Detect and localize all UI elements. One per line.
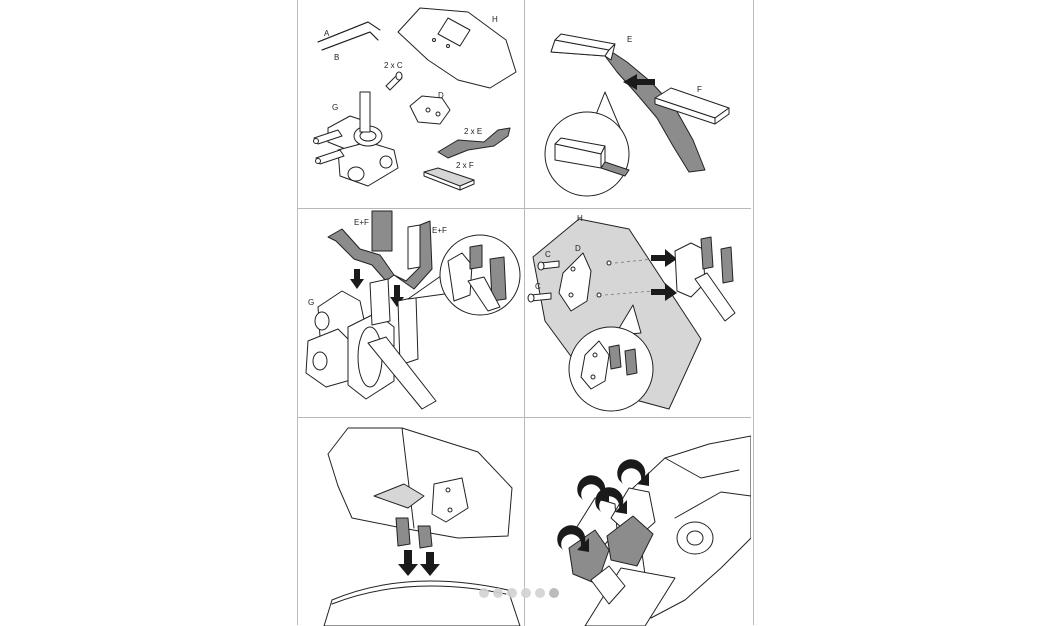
bracket-assembly	[674, 236, 736, 322]
bracket-part-g	[305, 278, 437, 410]
panel-slide-onto-mount	[298, 418, 525, 626]
attach-plate-illustration: H D C C	[527, 214, 736, 412]
rotate-arrow-icon-4	[617, 459, 649, 486]
plate-part-d	[558, 252, 592, 312]
mount-housing	[323, 580, 521, 626]
screw-part-c	[385, 71, 403, 91]
label-c-top: C	[545, 250, 551, 259]
panel-tighten-screws	[525, 418, 751, 626]
panel-insert-strip: E F	[525, 0, 751, 209]
panel-attach-plate: H D C C	[525, 209, 751, 418]
label-ef-right: E+F	[432, 226, 447, 235]
panel-fit-to-bracket: E+F E+F G	[298, 209, 525, 418]
label-ef-left: E+F	[354, 218, 369, 227]
bracket-pair	[568, 487, 656, 605]
label-h: H	[492, 15, 498, 24]
carousel-dot[interactable]	[479, 588, 489, 598]
carousel-dot[interactable]	[549, 588, 559, 598]
rotate-arrow-icon-1	[577, 475, 609, 502]
down-arrows	[398, 550, 440, 576]
rotate-arrow-icon-3	[557, 525, 589, 552]
carousel-indicator	[479, 588, 575, 600]
fit-to-bracket-illustration: E+F E+F G	[305, 210, 521, 410]
label-g: G	[308, 298, 314, 307]
guide-line-top	[614, 258, 654, 264]
label-b: B	[334, 53, 339, 62]
windscreen-assembled	[327, 427, 513, 539]
strip-assembly-right	[393, 220, 433, 290]
detail-callout	[407, 234, 521, 316]
windscreen-part-h	[397, 7, 517, 89]
carousel-dot[interactable]	[521, 588, 531, 598]
allen-key-b	[321, 31, 379, 51]
label-g: G	[332, 103, 338, 112]
detail-callout	[568, 304, 654, 412]
carousel-dot[interactable]	[507, 588, 517, 598]
guide-line-bottom	[604, 290, 654, 296]
screw-part-c-top	[537, 260, 560, 271]
parts-overview-illustration: A B H 2 x C D	[313, 7, 517, 191]
allen-key-a	[317, 21, 381, 43]
label-e: 2 x E	[464, 127, 482, 136]
pad-part-f	[423, 167, 475, 191]
slide-onto-mount-illustration	[323, 427, 521, 626]
bracket-part-g	[313, 91, 399, 187]
label-a: A	[324, 29, 330, 38]
mount-tabs	[395, 517, 433, 549]
tighten-screws-illustration	[557, 435, 751, 626]
rotate-arrow-icon-2	[595, 487, 627, 514]
label-h: H	[577, 214, 583, 223]
label-d: D	[575, 244, 581, 253]
windscreen-hole-bottom	[596, 292, 602, 298]
label-c: 2 x C	[384, 61, 403, 70]
carousel-dot[interactable]	[535, 588, 545, 598]
label-e: E	[627, 35, 632, 44]
fit-arrows	[651, 249, 677, 301]
insert-arrow	[623, 74, 655, 90]
screw-part-c-bottom	[527, 292, 552, 303]
windscreen-hole-top	[606, 260, 612, 266]
strip-part-e	[550, 33, 706, 173]
insert-strip-illustration: E F	[544, 33, 730, 197]
detail-callout	[544, 91, 630, 197]
label-f: 2 x F	[456, 161, 474, 170]
label-f: F	[697, 85, 702, 94]
strip-assembly-left	[327, 210, 395, 282]
instruction-sheet: A B H 2 x C D	[297, 0, 754, 626]
rubber-strip-part-e	[437, 127, 511, 159]
label-c-bottom: C	[535, 282, 541, 291]
pad-part-f	[654, 87, 730, 125]
plate-part-d	[409, 95, 451, 125]
carousel-dot[interactable]	[493, 588, 503, 598]
label-d: D	[438, 91, 444, 100]
panel-parts-overview: A B H 2 x C D	[298, 0, 525, 209]
